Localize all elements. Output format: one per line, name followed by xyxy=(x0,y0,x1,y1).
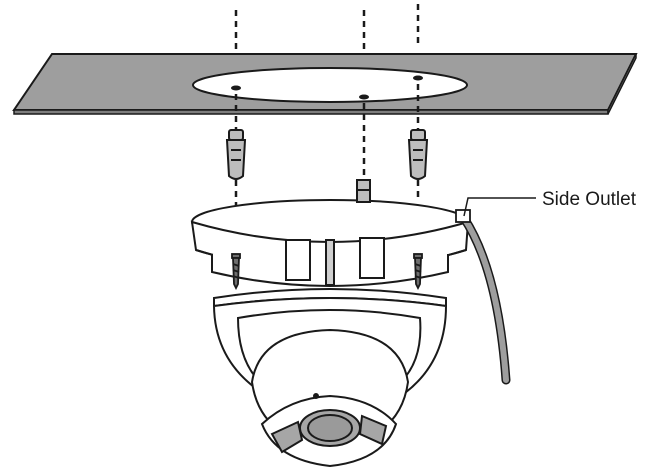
drill-mark-left xyxy=(231,85,241,91)
cable xyxy=(455,209,511,385)
wall-anchor-left xyxy=(225,129,247,180)
screw-left xyxy=(231,253,241,291)
ceiling-plate xyxy=(12,53,638,115)
drill-guide-lines xyxy=(234,4,420,58)
callout-leader-line xyxy=(463,197,536,217)
camera-dome xyxy=(212,288,448,468)
callout-label: Side Outlet xyxy=(542,189,637,210)
camera-mount-base xyxy=(190,179,470,287)
ceiling-hole xyxy=(192,67,468,103)
screw-right xyxy=(413,253,423,291)
drill-mark-right xyxy=(413,75,423,81)
wall-anchor-right xyxy=(407,129,429,180)
drill-mark-middle xyxy=(359,94,369,100)
side-outlet-port xyxy=(455,209,471,223)
side-outlet-callout: Side Outlet xyxy=(463,189,637,217)
indicator-dot xyxy=(313,393,319,399)
ir-led-left xyxy=(270,420,304,454)
